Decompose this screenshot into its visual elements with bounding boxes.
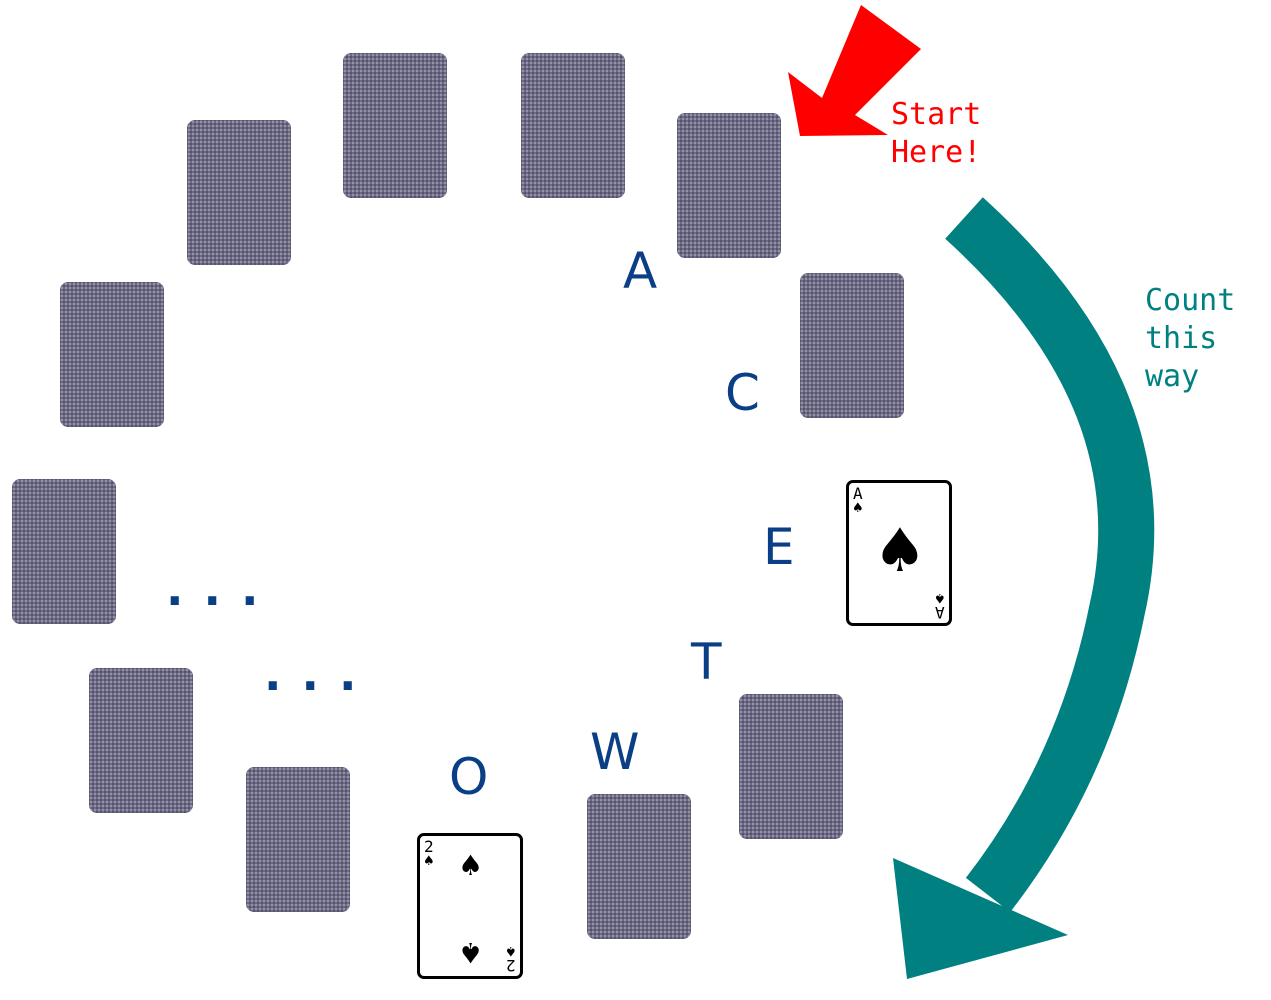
- count-this-way-label: Count this way: [1145, 282, 1235, 396]
- start-here-label: Start Here!: [891, 96, 981, 172]
- curved-arrow-clockwise-icon: [893, 218, 1126, 979]
